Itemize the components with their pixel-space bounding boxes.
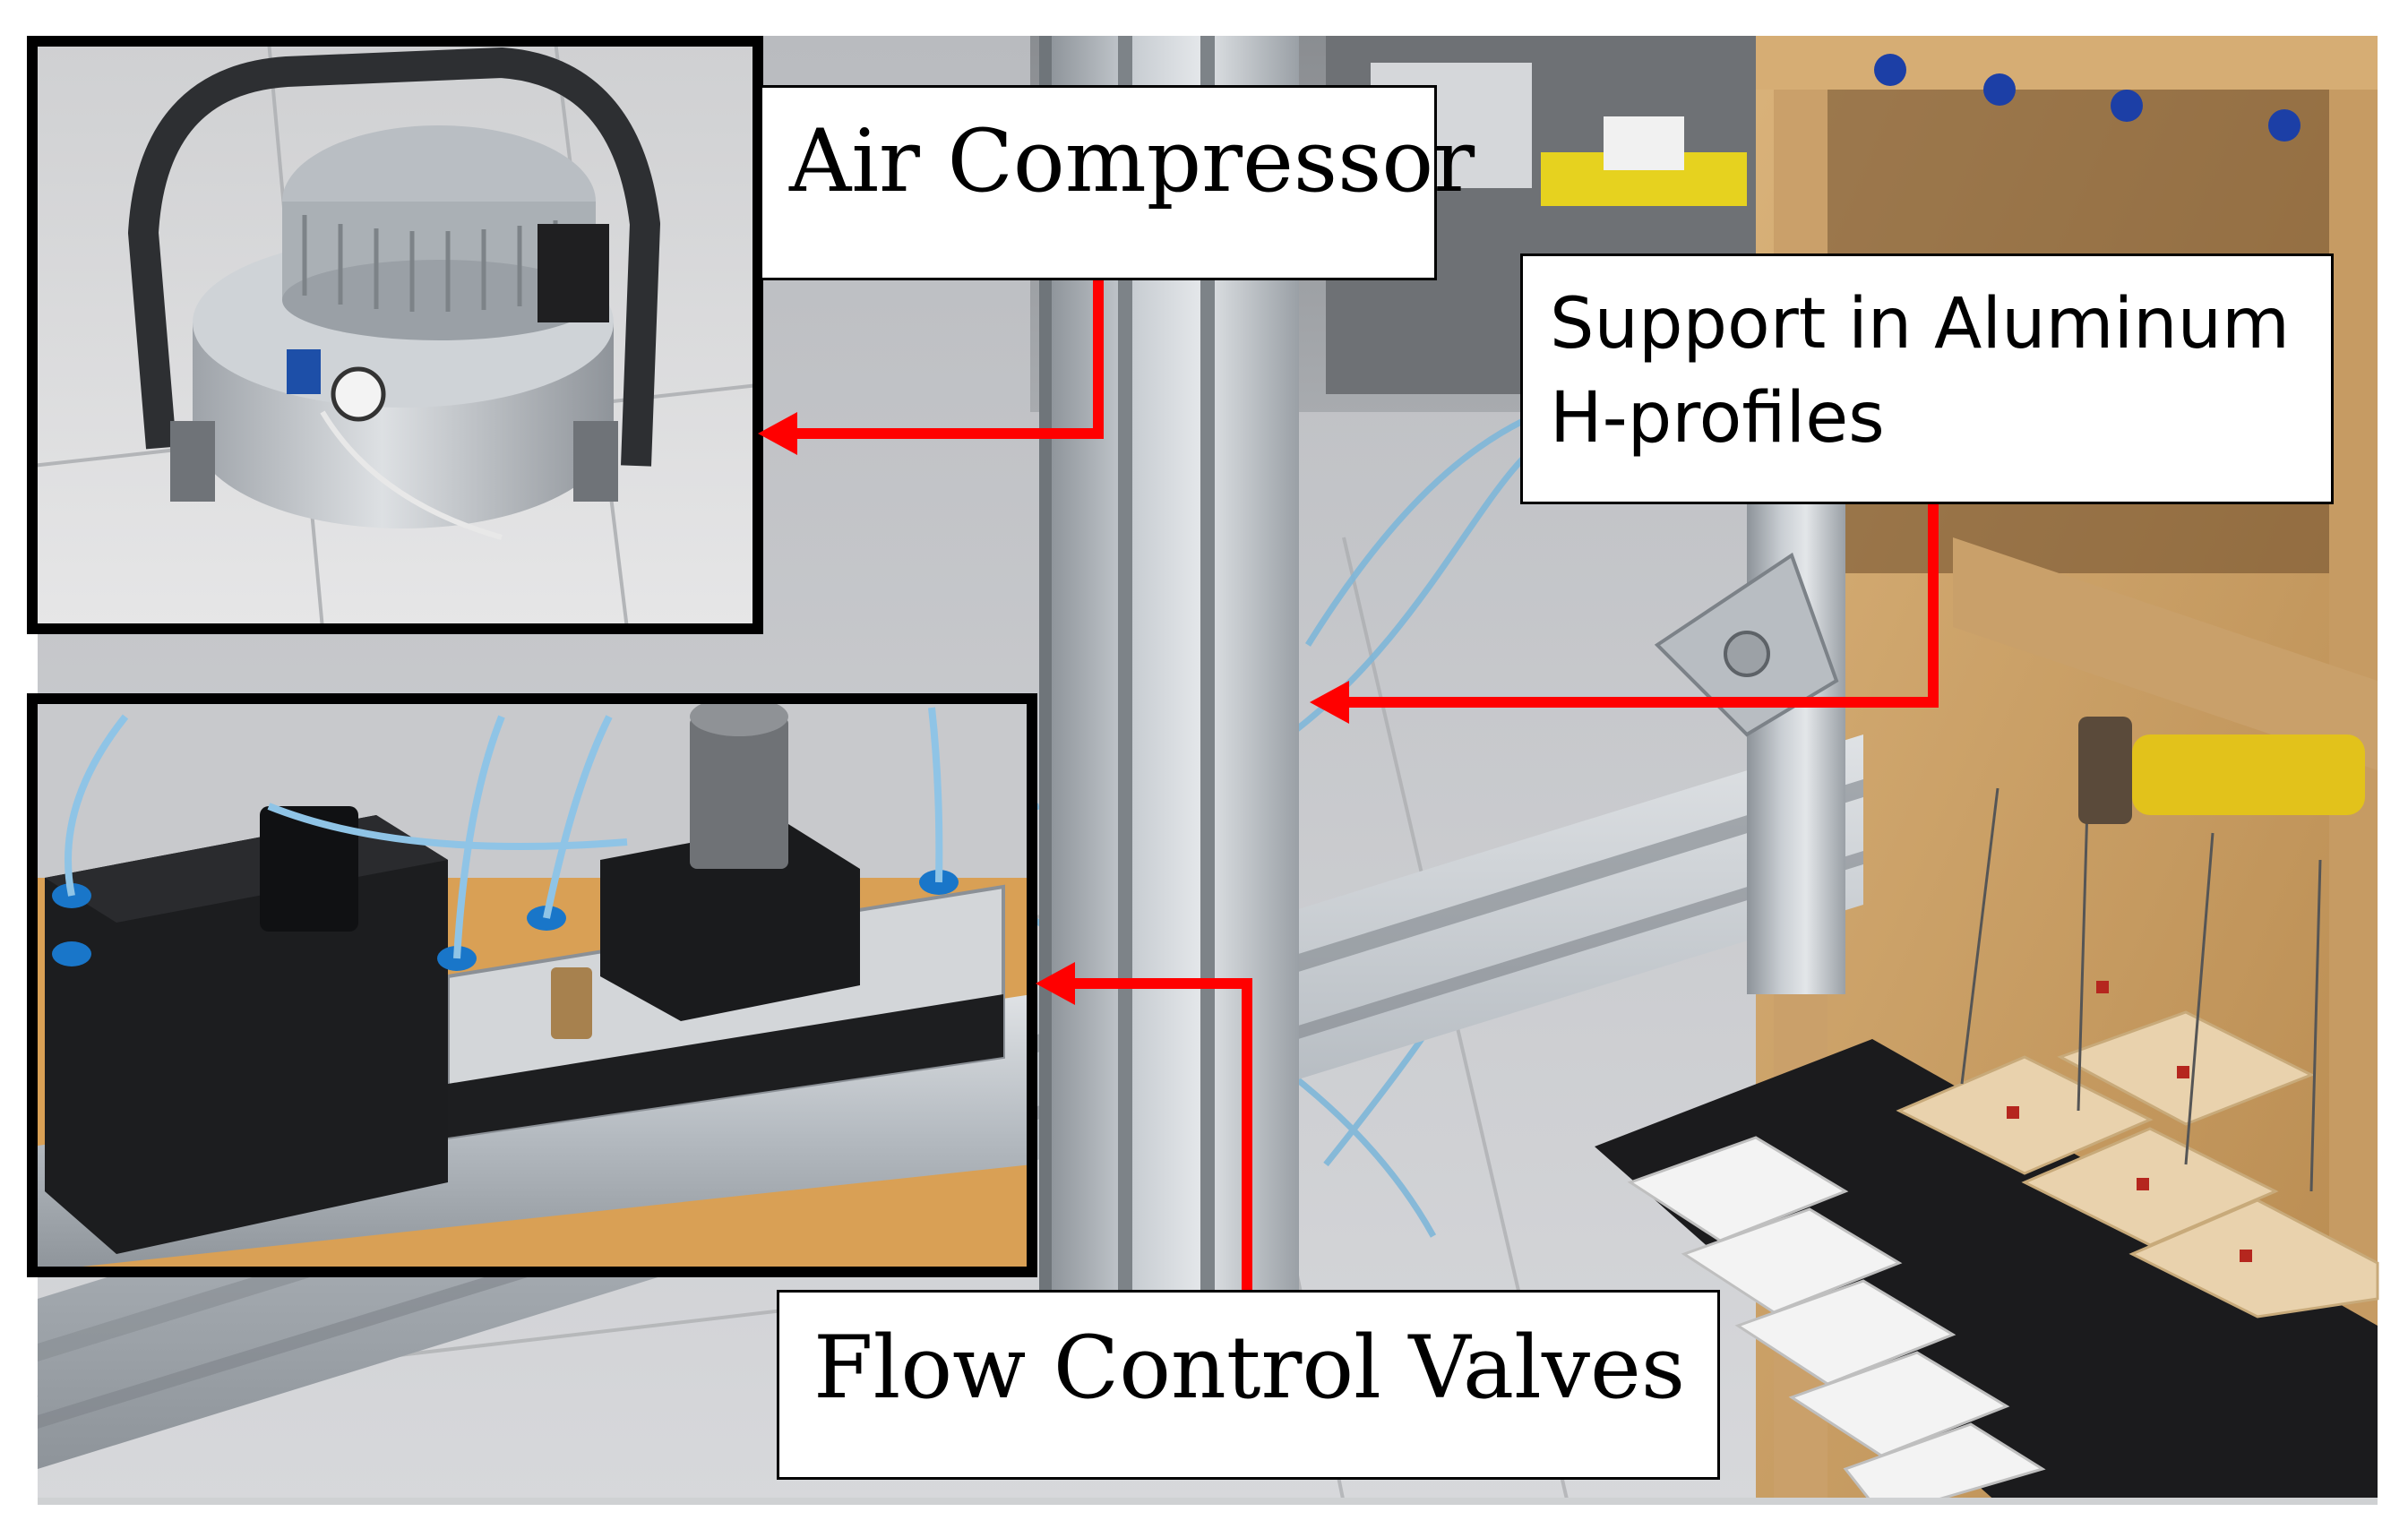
flow-control-label-text: Flow Control Valves [813, 1318, 1686, 1418]
flow-control-valves-label: Flow Control Valves [777, 1290, 1720, 1480]
arrow-support [1344, 504, 1939, 708]
aluminum-h-profile-right [1654, 493, 1845, 994]
support-label-line1: Support in Aluminum [1550, 284, 2291, 365]
support-aluminum-label: Support in Aluminum H-profiles [1520, 253, 2334, 504]
flow-control-valves-inset [27, 693, 1037, 1277]
red-arrows [788, 280, 1939, 1290]
arrow-flow-control [1066, 978, 1252, 1290]
support-label-line2: H-profiles [1550, 378, 1885, 460]
arrowhead-left-icon [758, 412, 797, 455]
air-compressor-inset [27, 36, 763, 634]
air-compressor-label-text: Air Compressor [789, 111, 1475, 211]
arrow-heads [758, 412, 1349, 1005]
arrowhead-left-icon [1036, 962, 1075, 1005]
air-compressor-label: Air Compressor [760, 85, 1475, 280]
arrow-air-compressor [788, 280, 1104, 439]
arrowhead-left-icon [1310, 681, 1349, 724]
